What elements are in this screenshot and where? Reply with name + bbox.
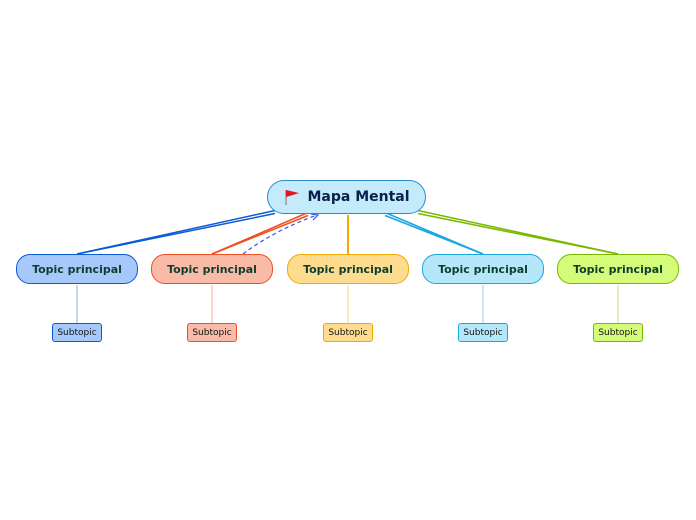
main-branch-line bbox=[384, 214, 484, 255]
subtopic[interactable]: Subtopic bbox=[187, 323, 237, 342]
arrowhead bbox=[310, 213, 320, 221]
main-branch-line bbox=[76, 212, 276, 255]
main-topic[interactable]: Topic principal bbox=[422, 254, 544, 284]
main-topic[interactable]: Topic principal bbox=[151, 254, 273, 284]
subtopic[interactable]: Subtopic bbox=[323, 323, 373, 342]
subtopic[interactable]: Subtopic bbox=[593, 323, 643, 342]
central-topic-label: Mapa Mental bbox=[307, 189, 410, 205]
subtopic[interactable]: Subtopic bbox=[52, 323, 102, 342]
subtopic[interactable]: Subtopic bbox=[458, 323, 508, 342]
main-branch-line bbox=[417, 212, 619, 255]
flag-icon bbox=[285, 190, 300, 205]
main-branch-line bbox=[211, 214, 309, 255]
main-topic[interactable]: Topic principal bbox=[287, 254, 409, 284]
main-topic[interactable]: Topic principal bbox=[557, 254, 679, 284]
central-topic[interactable]: Mapa Mental bbox=[267, 180, 426, 214]
relationship-arrow bbox=[242, 214, 318, 255]
main-topic[interactable]: Topic principal bbox=[16, 254, 138, 284]
